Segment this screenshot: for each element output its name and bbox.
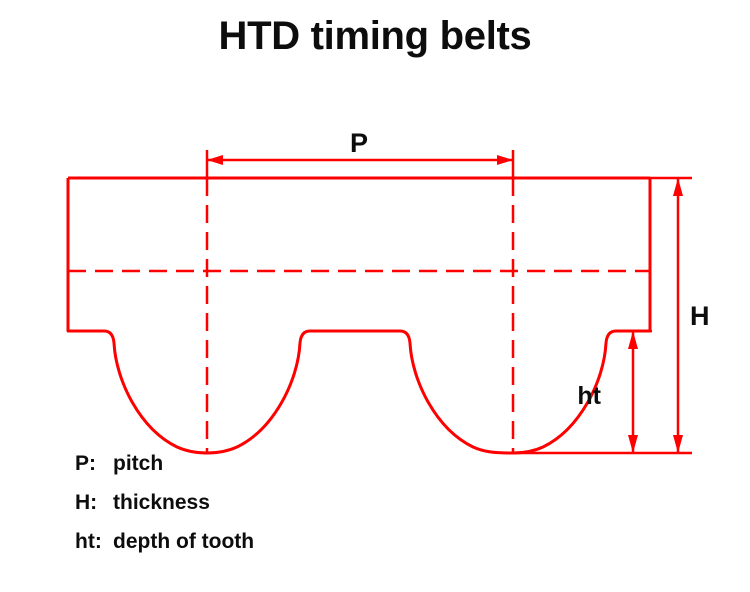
legend-item-pitch: P: pitch xyxy=(75,452,475,491)
thickness-label: H xyxy=(690,301,710,331)
legend-value-thickness: thickness xyxy=(113,491,210,514)
thickness-arrow-bottom xyxy=(673,435,683,453)
tooth-depth-arrow-top xyxy=(628,331,638,349)
legend-item-thickness: H: thickness xyxy=(75,491,475,530)
legend-value-pitch: pitch xyxy=(113,452,164,475)
pitch-arrow-left xyxy=(207,155,223,165)
dimension-tooth-depth: ht xyxy=(577,329,652,453)
legend-key-pitch: P: xyxy=(75,452,96,475)
pitch-label: P xyxy=(350,128,368,158)
legend-item-tooth-depth: ht: depth of tooth xyxy=(75,530,475,569)
dimension-thickness: H xyxy=(513,176,710,455)
legend-value-tooth-depth: depth of tooth xyxy=(113,530,255,553)
legend-key-tooth-depth: ht: xyxy=(75,530,102,553)
tooth-depth-arrow-bottom xyxy=(628,435,638,453)
pitch-arrow-right xyxy=(497,155,513,165)
belt-tooth-profile xyxy=(66,329,652,455)
page-title: HTD timing belts xyxy=(218,14,532,58)
legend-key-thickness: H: xyxy=(75,491,98,514)
belt-outline xyxy=(66,176,652,455)
legend: P: pitch H: thickness ht: depth of tooth xyxy=(75,452,475,569)
dimension-pitch: P xyxy=(205,128,515,180)
construction-centerlines xyxy=(68,178,650,453)
tooth-depth-label: ht xyxy=(577,382,601,410)
thickness-arrow-top xyxy=(673,178,683,196)
